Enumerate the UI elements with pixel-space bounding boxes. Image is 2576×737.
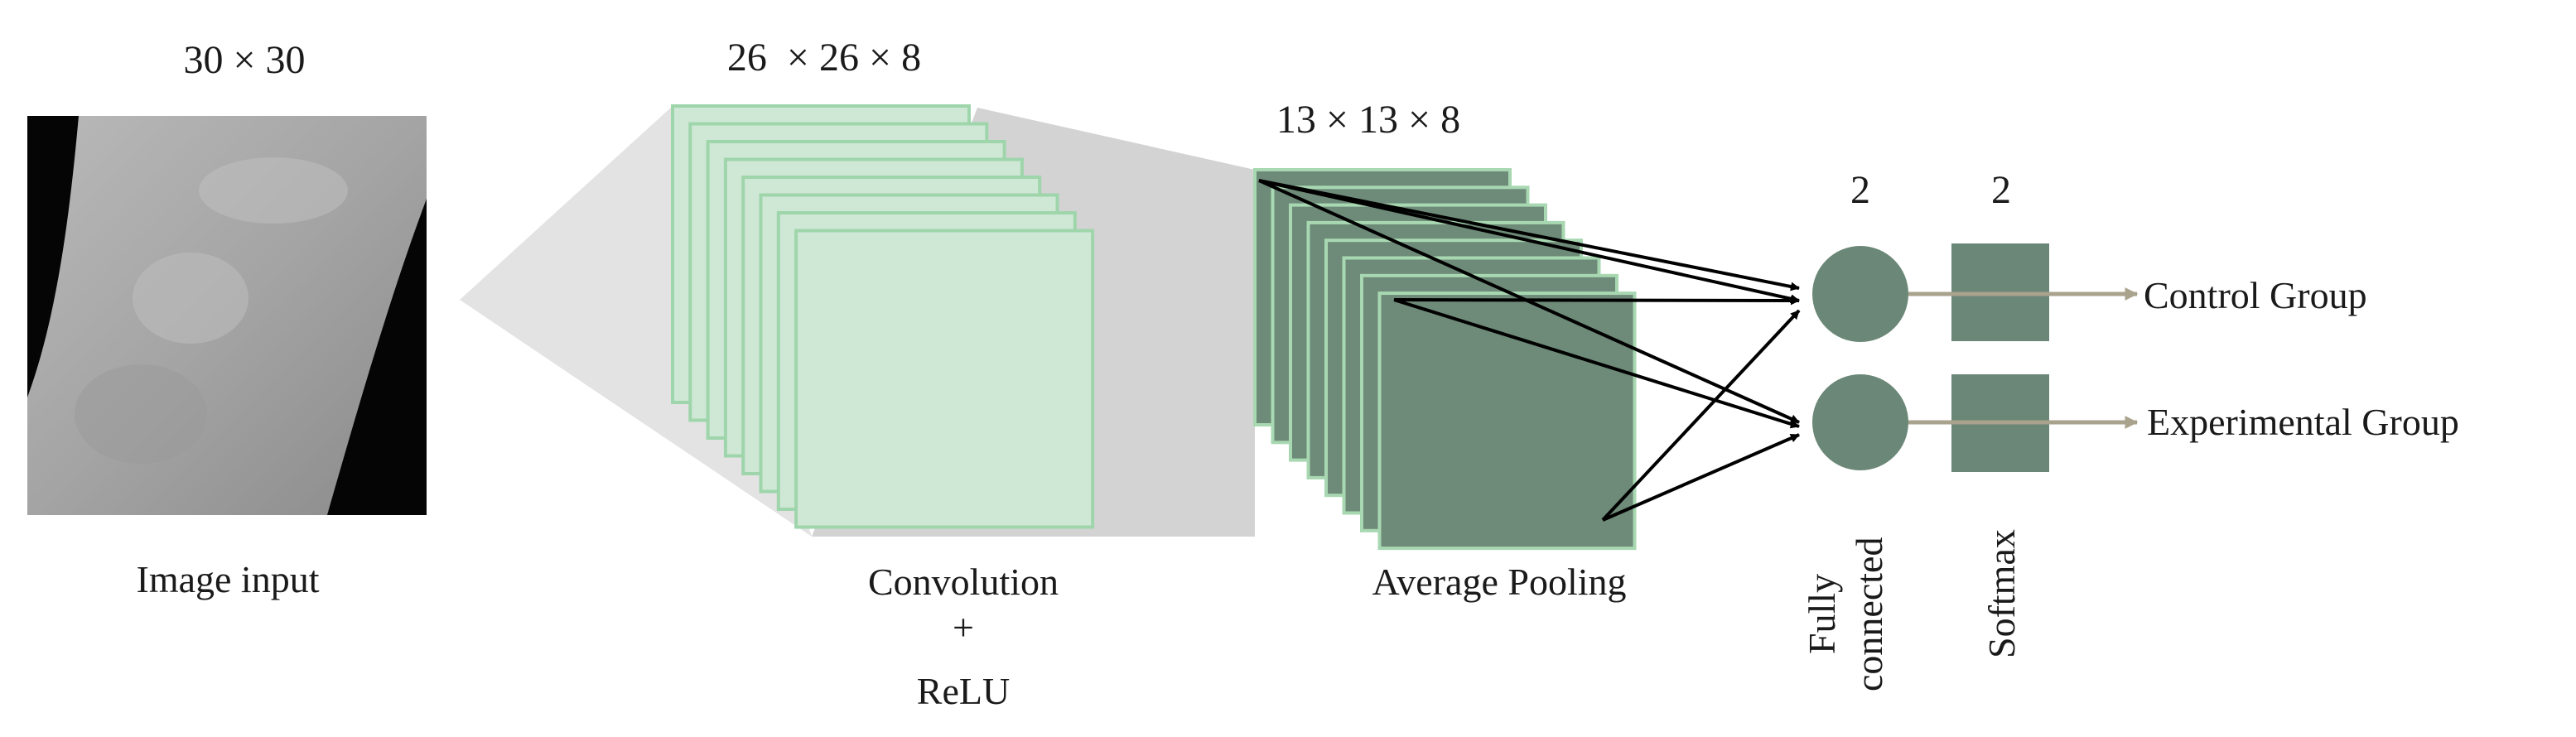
- arrow-pool-top-to-fc1-b: [1258, 179, 1800, 304]
- pool-size-label: 13 × 13 × 8: [1276, 98, 1460, 142]
- conv-caption-line3: ReLU: [917, 670, 1010, 712]
- fc-caption-line2: connected: [1848, 537, 1890, 691]
- softmax-count-label: 2: [1991, 168, 2011, 212]
- arrow-pool-bottom-to-fc1: [1601, 309, 1801, 522]
- conv-size-label: 26 × 26 × 8: [727, 36, 921, 79]
- arrow-pool-mid-to-fc2: [1393, 298, 1800, 429]
- fc-node-2: [1812, 374, 1908, 470]
- arrow-pool-mid-to-fc1: [1393, 296, 1800, 306]
- output-experimental-group: Experimental Group: [2147, 401, 2459, 443]
- convolution-feature-maps: [671, 104, 1095, 529]
- conv-feature-map-8: [794, 229, 1095, 529]
- conv-caption-line1: Convolution: [868, 561, 1059, 603]
- softmax-caption: Softmax: [1980, 529, 2023, 658]
- arrow-pool-top-to-fc1-a: [1258, 179, 1800, 291]
- output-control-group: Control Group: [2144, 274, 2367, 316]
- arrow-pool-bottom-to-fc2: [1602, 433, 1800, 522]
- fc-caption-line1: Fully: [1801, 574, 1843, 654]
- connection-arrows: [1258, 179, 1801, 522]
- input-size-label: 30 × 30: [183, 38, 305, 82]
- fc-node-1: [1812, 246, 1908, 342]
- pool-caption: Average Pooling: [1372, 561, 1626, 603]
- input-image: [27, 116, 427, 515]
- input-caption: Image input: [137, 558, 320, 600]
- conv-caption-line2: +: [953, 606, 974, 648]
- fc-count-label: 2: [1850, 168, 1870, 212]
- pooling-feature-maps: [1253, 168, 1637, 551]
